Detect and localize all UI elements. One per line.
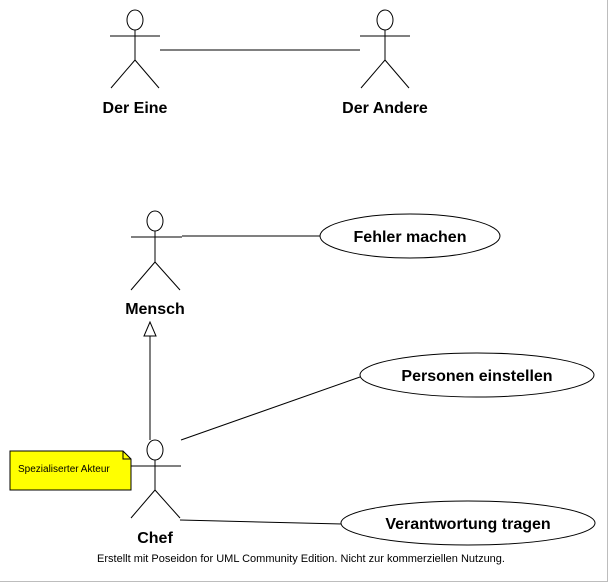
note-text: Spezialiserter Akteur: [18, 464, 110, 475]
footer-watermark: Erstellt mit Poseidon for UML Community …: [97, 553, 505, 565]
actor-der-eine[interactable]: [110, 9, 160, 89]
use-case-verantwortung-tragen[interactable]: Verantwortung tragen: [340, 500, 596, 546]
note-shape: [9, 450, 132, 491]
association-chef-verantwortung-tragen[interactable]: [179, 519, 343, 525]
actor-head: [146, 210, 164, 232]
actor-der-andere[interactable]: [360, 9, 410, 89]
actor-label-der-eine: Der Eine: [103, 100, 168, 117]
actor-head: [146, 439, 164, 461]
actor-mensch[interactable]: [130, 210, 182, 291]
note-spezialiserter-akteur[interactable]: Spezialiserter Akteur: [9, 450, 132, 491]
use-case-personen-einstellen[interactable]: Personen einstellen: [359, 352, 595, 398]
actor-label-der-andere: Der Andere: [342, 100, 428, 117]
actor-chef[interactable]: [130, 439, 181, 519]
generalization-chef-mensch[interactable]: [143, 320, 157, 440]
actor-label-mensch: Mensch: [125, 301, 185, 318]
association-chef-personen-einstellen[interactable]: [180, 376, 361, 441]
note-folded-corner: [122, 451, 131, 460]
use-case-label-personen-einstellen: Personen einstellen: [401, 368, 552, 385]
actor-label-chef: Chef: [137, 530, 173, 547]
use-case-label-verantwortung-tragen: Verantwortung tragen: [385, 516, 550, 533]
use-case-label-fehler-machen: Fehler machen: [354, 229, 467, 246]
actor-head: [126, 9, 144, 31]
use-case-fehler-machen[interactable]: Fehler machen: [319, 213, 501, 259]
generalization-arrowhead: [143, 320, 157, 337]
actor-head: [376, 9, 394, 31]
